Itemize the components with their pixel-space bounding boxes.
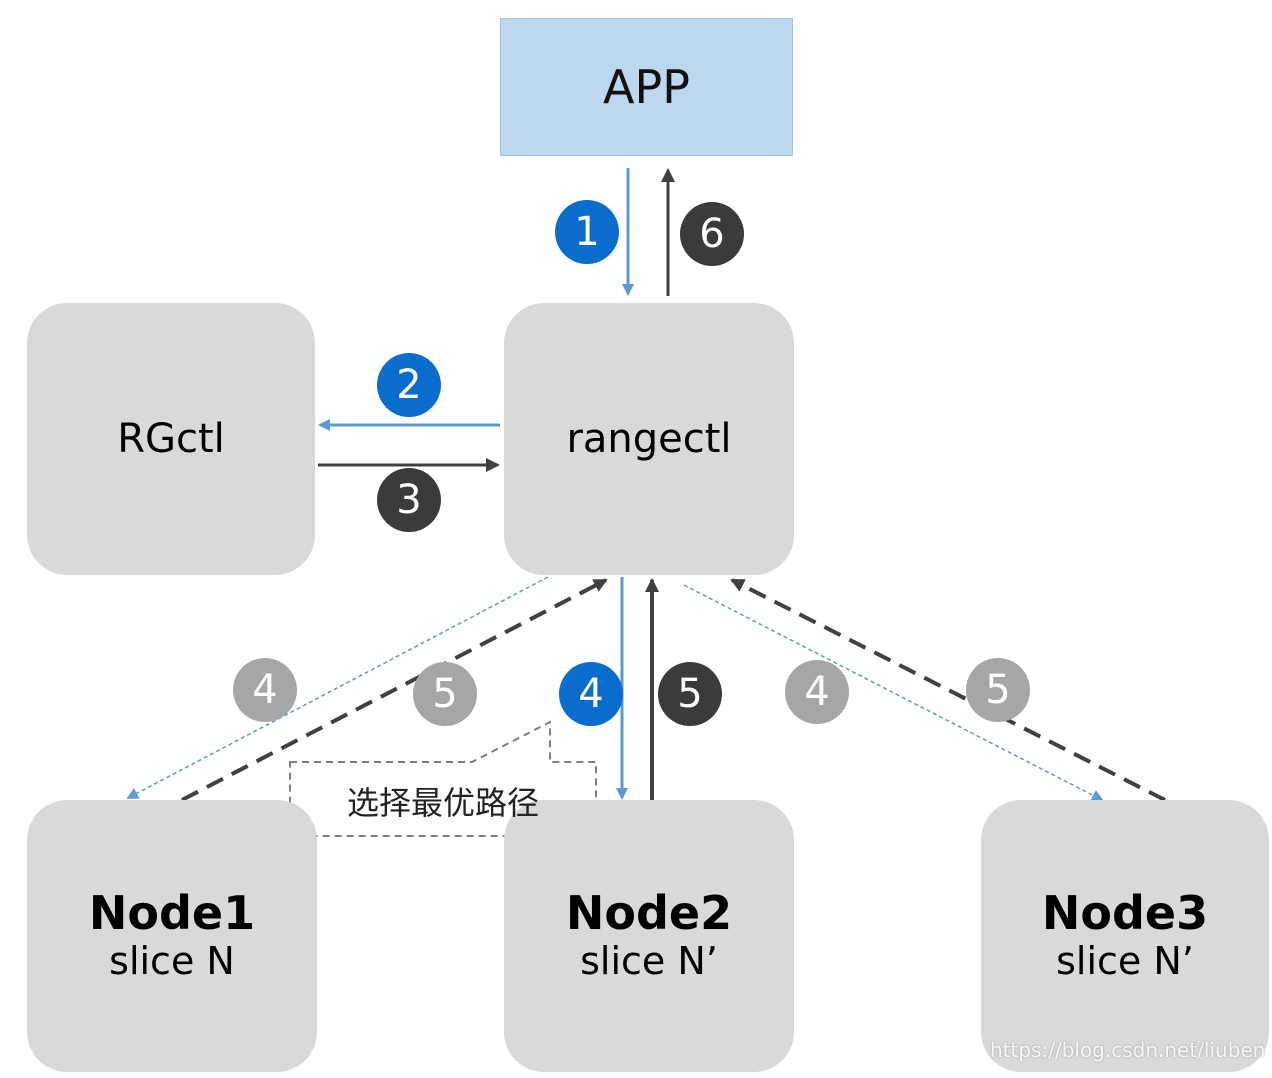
node1-slice: slice N (109, 938, 235, 983)
step-5-node3-badge: 5 (966, 658, 1030, 722)
node3-slice: slice N’ (1056, 938, 1194, 983)
app-box: APP (500, 18, 793, 156)
node2-title: Node2 (565, 885, 733, 940)
node2-box: Node2 slice N’ (504, 800, 794, 1072)
rgctl-label: RGctl (117, 416, 225, 462)
step-5-node2-badge: 5 (658, 662, 722, 726)
step-5-node1-badge: 5 (413, 662, 477, 726)
watermark: https://blog.csdn.net/liuben (990, 1038, 1266, 1062)
rangectl-box: rangectl (504, 303, 794, 575)
step-4-node2-badge: 4 (559, 662, 623, 726)
step-1-badge: 1 (555, 200, 619, 264)
node1-box: Node1 slice N (27, 800, 317, 1072)
node3-title: Node3 (1041, 885, 1209, 940)
step-6-badge: 6 (680, 202, 744, 266)
arrow-4-rangectl-to-node3 (683, 584, 1104, 801)
node2-slice: slice N’ (580, 938, 718, 983)
step-4-node1-badge: 4 (233, 658, 297, 722)
node3-box: Node3 slice N’ (981, 800, 1269, 1072)
callout-outline (289, 720, 597, 837)
arrow-4-rangectl-to-node1 (126, 576, 549, 799)
callout-best-path: 选择最优路径 (346, 784, 539, 822)
step-4-node3-badge: 4 (785, 660, 849, 724)
arrow-5-node1-to-rangectl (181, 578, 608, 802)
arrow-5-node3-to-rangectl (730, 578, 1166, 802)
app-label: APP (603, 60, 690, 114)
rgctl-box: RGctl (27, 303, 315, 575)
step-2-badge: 2 (377, 353, 441, 417)
node1-title: Node1 (88, 885, 256, 940)
step-3-badge: 3 (377, 468, 441, 532)
rangectl-label: rangectl (566, 416, 732, 462)
